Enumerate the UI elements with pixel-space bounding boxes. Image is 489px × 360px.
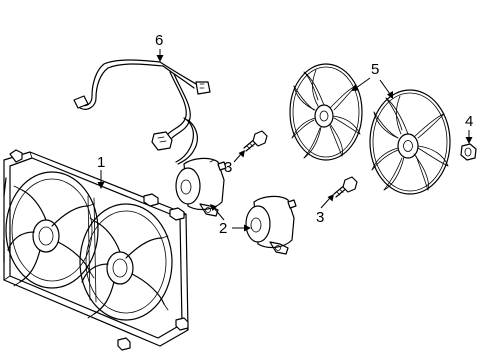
fan-blade-right — [369, 89, 451, 195]
callout-bolt-a: 3 — [224, 150, 245, 176]
bolt-upper — [243, 130, 268, 152]
callout-nut: 4 — [465, 113, 473, 144]
callout-label: 2 — [219, 220, 227, 237]
bolt-lower — [333, 176, 358, 198]
nut — [460, 143, 477, 161]
fan-motor-lower — [245, 195, 297, 255]
callout-label: 5 — [371, 61, 379, 78]
callout-label: 3 — [316, 209, 324, 226]
fan-motor-upper — [175, 157, 227, 217]
callout-label: 1 — [97, 154, 105, 171]
callout-motor-a: 2 — [210, 204, 251, 237]
callout-label: 4 — [465, 113, 473, 130]
callout-label: 3 — [224, 159, 232, 176]
callout-label: 6 — [155, 32, 163, 49]
callout-fan-blades: 5 — [351, 61, 393, 99]
callout-bolt-b: 3 — [316, 194, 334, 226]
callout-harness: 6 — [155, 32, 164, 62]
fan-shroud — [3, 149, 189, 351]
callout-shroud: 1 — [97, 154, 105, 189]
wiring-harness — [73, 59, 211, 165]
fan-blade-left — [289, 63, 363, 161]
